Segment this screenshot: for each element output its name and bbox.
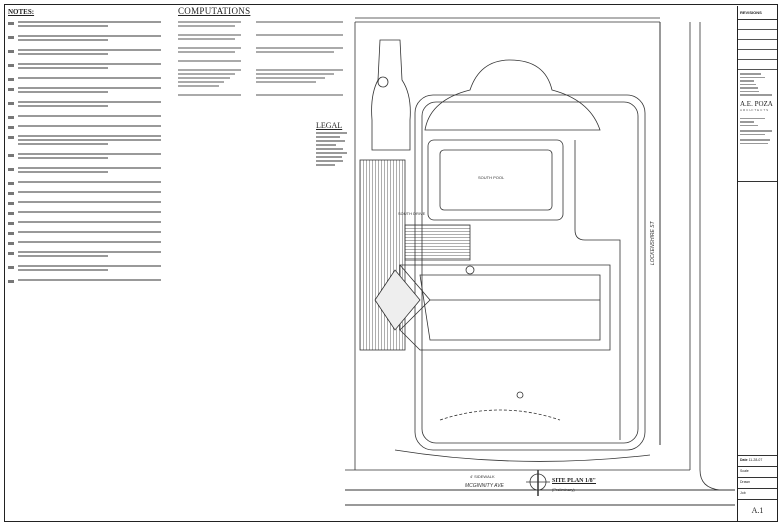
revisions-header: REVISIONS (738, 6, 777, 20)
pool-label: SOUTH POOL (478, 175, 505, 180)
computation-row (178, 47, 348, 55)
note-item (8, 265, 168, 273)
house-roof (399, 264, 611, 351)
site-plan-north-symbol (526, 470, 550, 496)
computation-row (178, 94, 348, 98)
note-item (8, 21, 168, 29)
legal-description (316, 132, 350, 168)
drawn-row: Drawn (738, 477, 777, 488)
note-item (8, 35, 168, 43)
note-item (8, 251, 168, 259)
note-item (8, 279, 168, 283)
entry-walk (371, 39, 411, 151)
date-row: Date 11-28-07 (738, 455, 777, 466)
note-item (8, 241, 168, 245)
sidewalk-label: 4' SIDEWALK (470, 474, 495, 479)
note-item (8, 63, 168, 71)
computation-row (178, 69, 348, 89)
note-item (8, 167, 168, 175)
computation-row (178, 21, 348, 29)
legal-title: LEGAL (316, 121, 343, 130)
note-item (8, 201, 168, 205)
note-item (8, 181, 168, 185)
firm-logo: A.E. POZA (740, 99, 773, 108)
drawing-sheet (4, 4, 778, 522)
computation-row (178, 60, 348, 64)
entry-pavilion (374, 269, 421, 331)
date-value: 11-28-07 (748, 458, 763, 462)
site-plan-subtitle: (Preliminary) (552, 487, 575, 492)
sheet-number: A.1 (738, 499, 777, 521)
computations-title: COMPUTATIONS (178, 6, 251, 16)
title-block: REVISIONS A.E. POZA ARCHITECTS Date 11-2… (737, 6, 777, 521)
curb-right (699, 22, 721, 491)
computation-row (178, 34, 348, 42)
firm-subtitle: ARCHITECTS (740, 107, 770, 112)
note-item (8, 125, 168, 129)
street-label-right: LOCKENSHIRE ST (650, 221, 656, 265)
site-plan-title: SITE PLAN 1/8" (552, 478, 597, 484)
note-item (8, 49, 168, 57)
garden-wall (414, 94, 646, 451)
note-item (8, 77, 168, 81)
note-item (8, 211, 168, 215)
note-item (8, 221, 168, 225)
pool (427, 139, 564, 221)
firm-info: A.E. POZA ARCHITECTS (738, 70, 777, 182)
scale-row: Scale (738, 466, 777, 477)
note-item (8, 135, 168, 147)
note-item (8, 87, 168, 95)
notes-section: NOTES: (8, 8, 168, 289)
porch-hatched (404, 224, 471, 261)
notes-title: NOTES: (8, 8, 35, 16)
computations-section: COMPUTATIONS (178, 6, 348, 98)
street-label-bottom: MCGINNITY AVE (465, 483, 504, 489)
driveway-label: SOUTH DRIVE (398, 211, 426, 216)
note-item (8, 115, 168, 119)
job-row: Job (738, 488, 777, 499)
note-item (8, 191, 168, 195)
note-item (8, 101, 168, 109)
note-item (8, 153, 168, 161)
note-item (8, 231, 168, 235)
